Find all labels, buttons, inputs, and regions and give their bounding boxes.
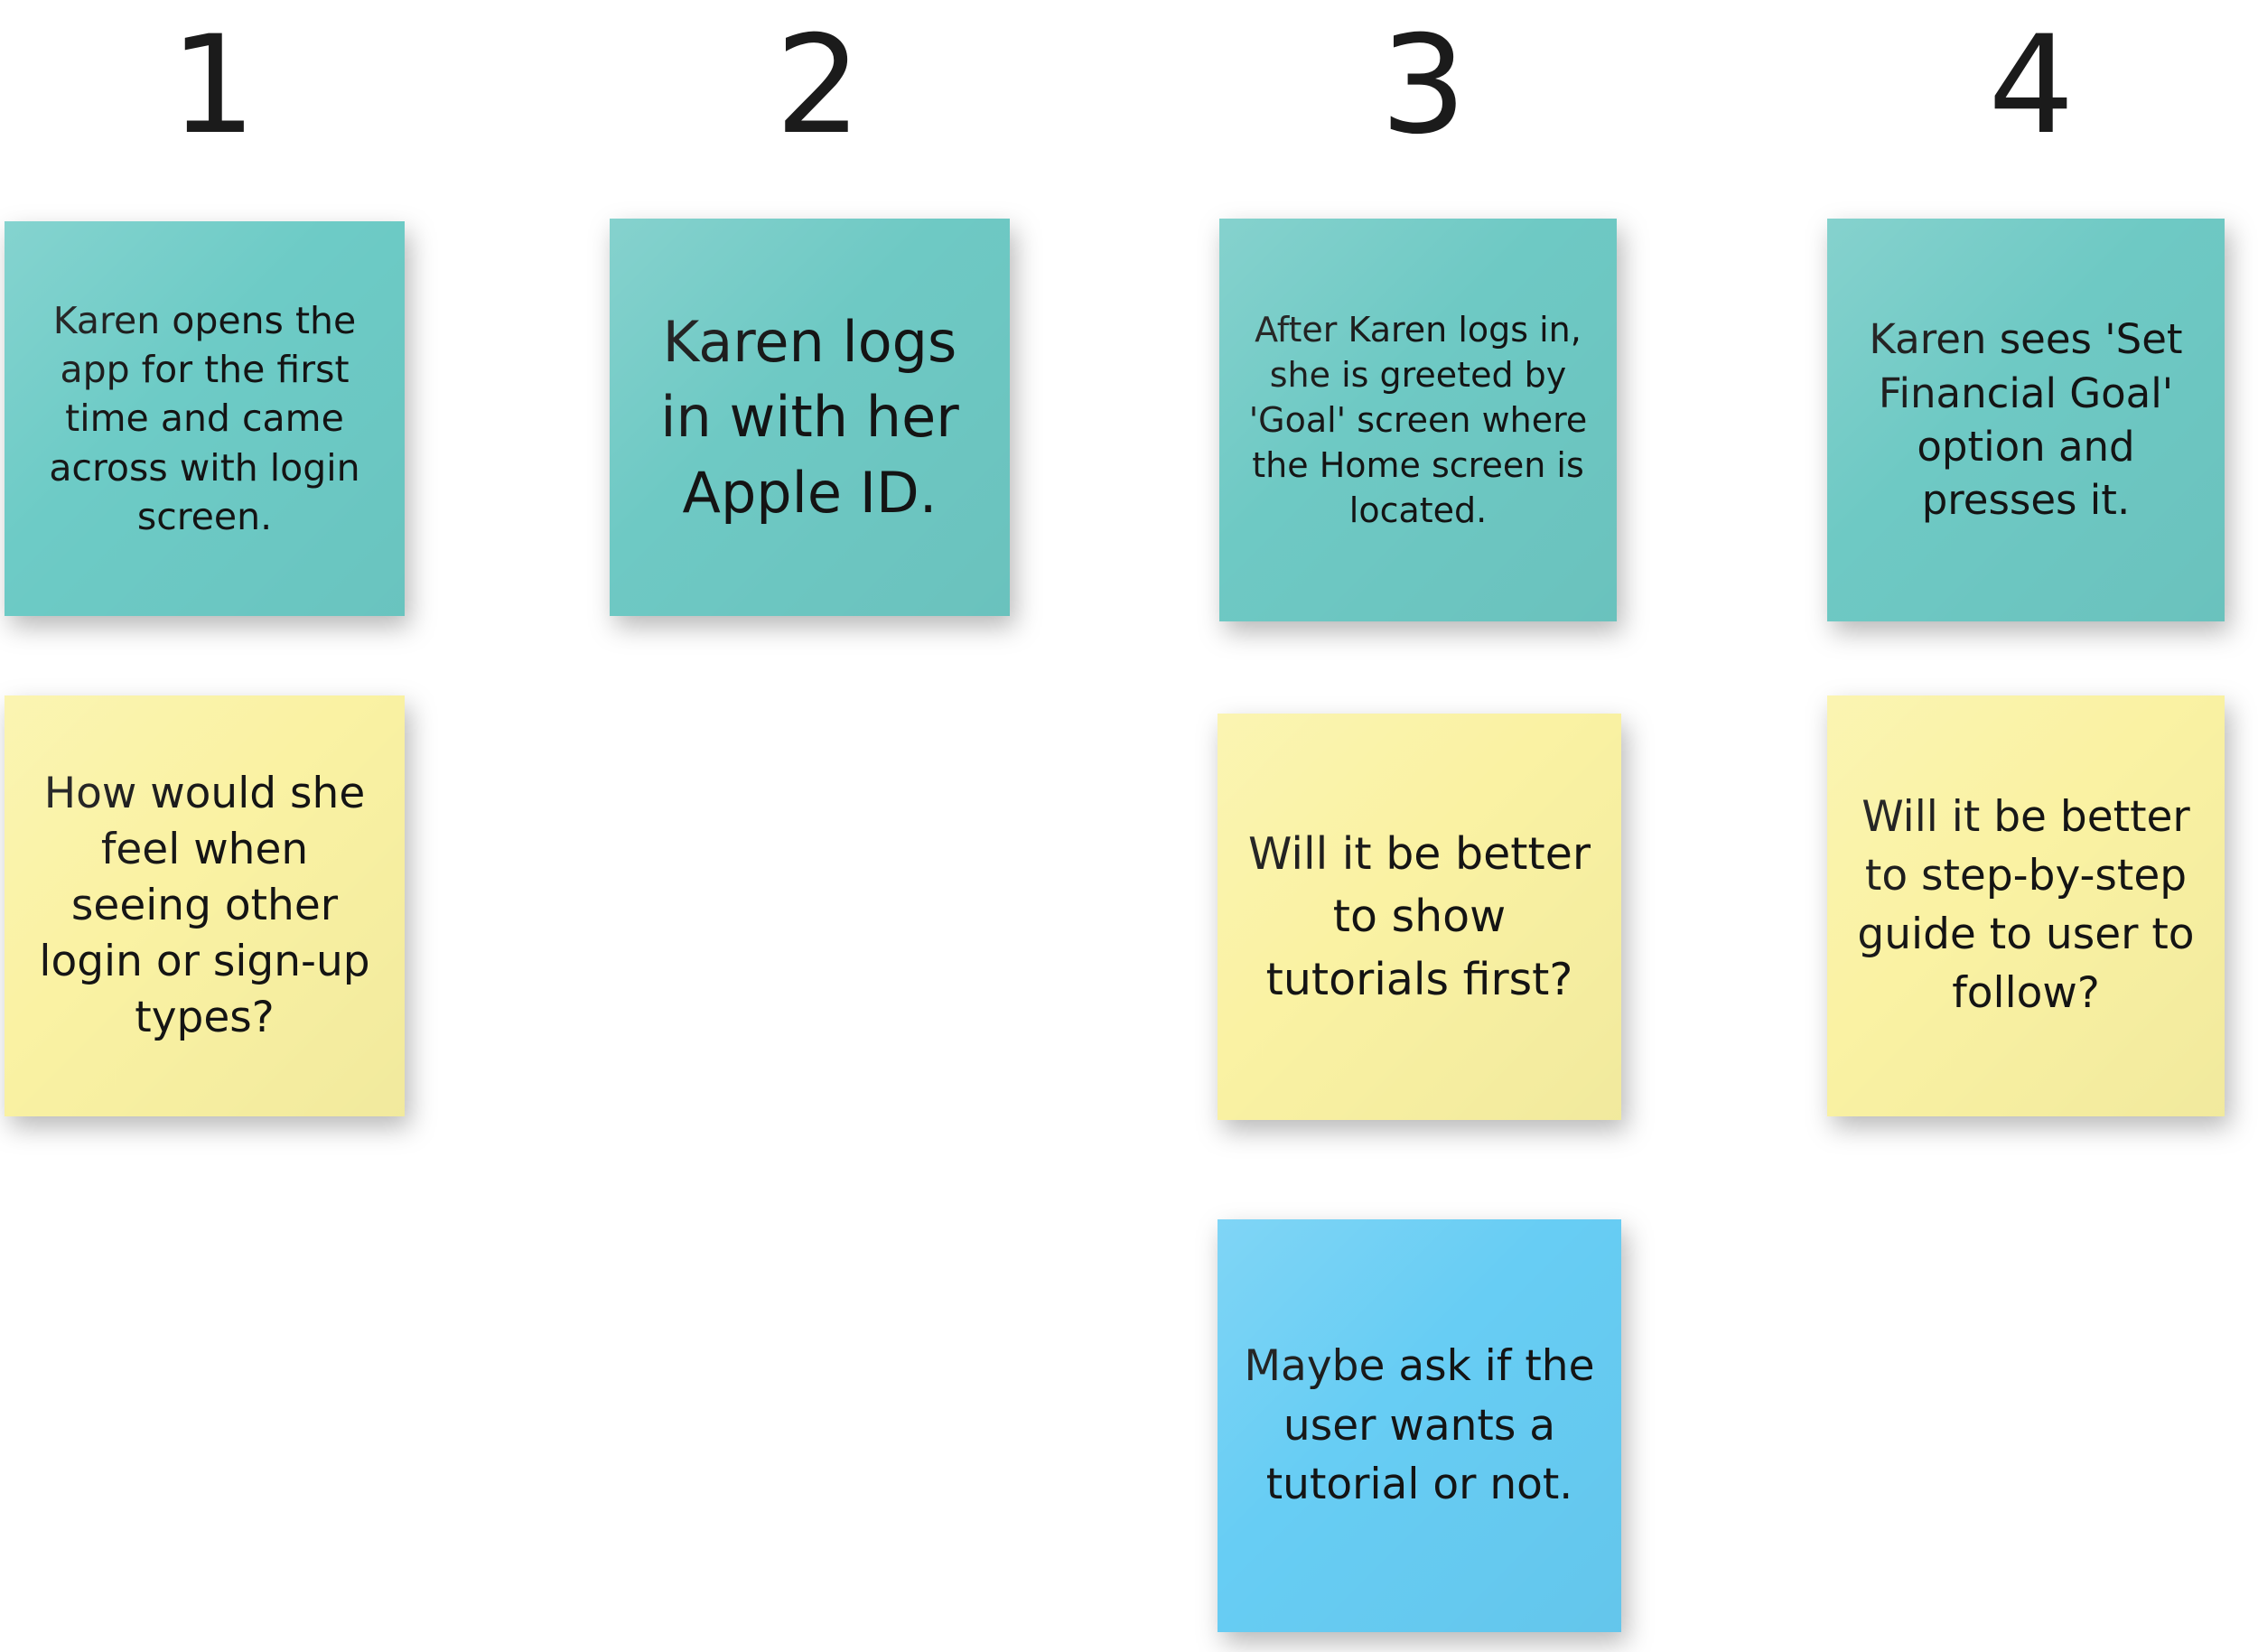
sticky-note-question-3[interactable]: Will it be better to show tutorials firs… <box>1218 714 1621 1120</box>
sticky-note-action-1-text: Karen opens the app for the first time a… <box>49 299 360 538</box>
sticky-note-action-1[interactable]: Karen opens the app for the first time a… <box>5 221 405 616</box>
sticky-note-question-1[interactable]: How would she feel when seeing other log… <box>5 695 405 1116</box>
sticky-note-action-3-text: After Karen logs in, she is greeted by '… <box>1248 309 1588 531</box>
column-number-1: 1 <box>170 7 256 164</box>
sticky-note-idea-3[interactable]: Maybe ask if the user wants a tutorial o… <box>1218 1219 1621 1632</box>
sticky-note-action-4-text: Karen sees 'Set Financial Goal' option a… <box>1869 315 2183 525</box>
sticky-note-action-3[interactable]: After Karen logs in, she is greeted by '… <box>1219 219 1617 621</box>
sticky-note-action-2-text: Karen logs in with her Apple ID. <box>660 309 959 526</box>
sticky-note-question-3-text: Will it be better to show tutorials firs… <box>1248 827 1591 1005</box>
sticky-note-idea-3-text: Maybe ask if the user wants a tutorial o… <box>1244 1340 1595 1510</box>
sticky-note-action-2[interactable]: Karen logs in with her Apple ID. <box>610 219 1010 616</box>
sticky-note-question-1-text: How would she feel when seeing other log… <box>39 768 370 1043</box>
column-number-3: 3 <box>1380 7 1466 164</box>
sticky-note-question-4[interactable]: Will it be better to step-by-step guide … <box>1827 695 2225 1116</box>
column-number-2: 2 <box>775 7 861 164</box>
sticky-note-action-4[interactable]: Karen sees 'Set Financial Goal' option a… <box>1827 219 2225 621</box>
column-number-4: 4 <box>1988 7 2074 164</box>
sticky-note-question-4-text: Will it be better to step-by-step guide … <box>1857 792 2195 1018</box>
